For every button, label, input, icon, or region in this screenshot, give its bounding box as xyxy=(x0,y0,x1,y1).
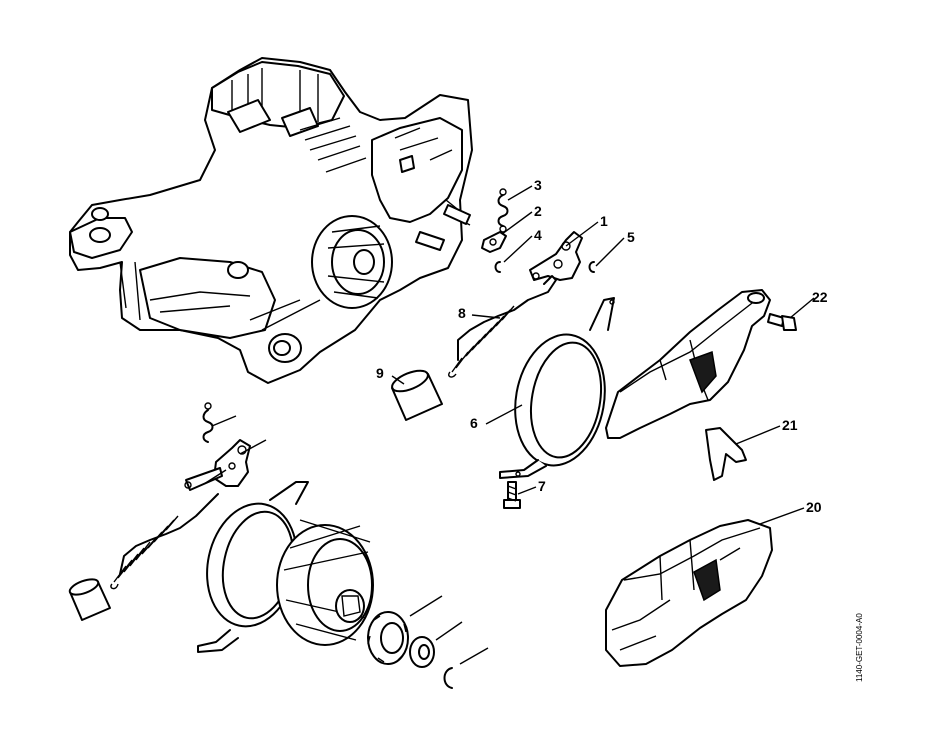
lower-sleeve xyxy=(68,578,111,621)
document-id: 1140-GET-0004-A0 xyxy=(855,613,864,682)
engine-crankcase-assembly xyxy=(69,57,473,384)
part-21-clip xyxy=(705,427,747,481)
part-5-eclip xyxy=(588,261,595,273)
part-7-screw xyxy=(503,481,521,509)
part-6-brake-band xyxy=(499,297,615,479)
lower-small-spring xyxy=(202,402,214,443)
washer xyxy=(409,636,435,668)
part-9-sleeve xyxy=(391,369,443,421)
callout-1: 1 xyxy=(600,213,608,229)
part-2-lever xyxy=(481,231,507,253)
lower-lever-assembly xyxy=(184,439,251,491)
callout-21: 21 xyxy=(782,417,798,433)
clutch-drum xyxy=(276,524,374,646)
callout-7: 7 xyxy=(538,478,546,494)
part-3-spring xyxy=(497,188,509,233)
part-22-screw xyxy=(767,313,797,331)
callout-22: 22 xyxy=(812,289,828,305)
callout-2: 2 xyxy=(534,203,542,219)
leader-lines xyxy=(203,185,815,665)
lower-eclip xyxy=(443,667,453,689)
callout-5: 5 xyxy=(627,229,635,245)
part-20-sprocket-cover xyxy=(605,519,773,667)
callout-6: 6 xyxy=(470,415,478,431)
callout-4: 4 xyxy=(534,227,542,243)
lower-large-spring xyxy=(110,493,219,590)
chain-sprocket-cover-upper xyxy=(605,289,771,439)
part-4-eclip xyxy=(494,261,501,273)
callout-8: 8 xyxy=(458,305,466,321)
callout-20: 20 xyxy=(806,499,822,515)
callout-3: 3 xyxy=(534,177,542,193)
callout-9: 9 xyxy=(376,365,384,381)
rim-sprocket xyxy=(367,611,409,665)
part-8-spring xyxy=(447,275,557,378)
lower-brake-band xyxy=(197,481,309,653)
callout-labels: 3 2 4 1 5 8 9 6 7 22 21 20 xyxy=(376,177,828,515)
